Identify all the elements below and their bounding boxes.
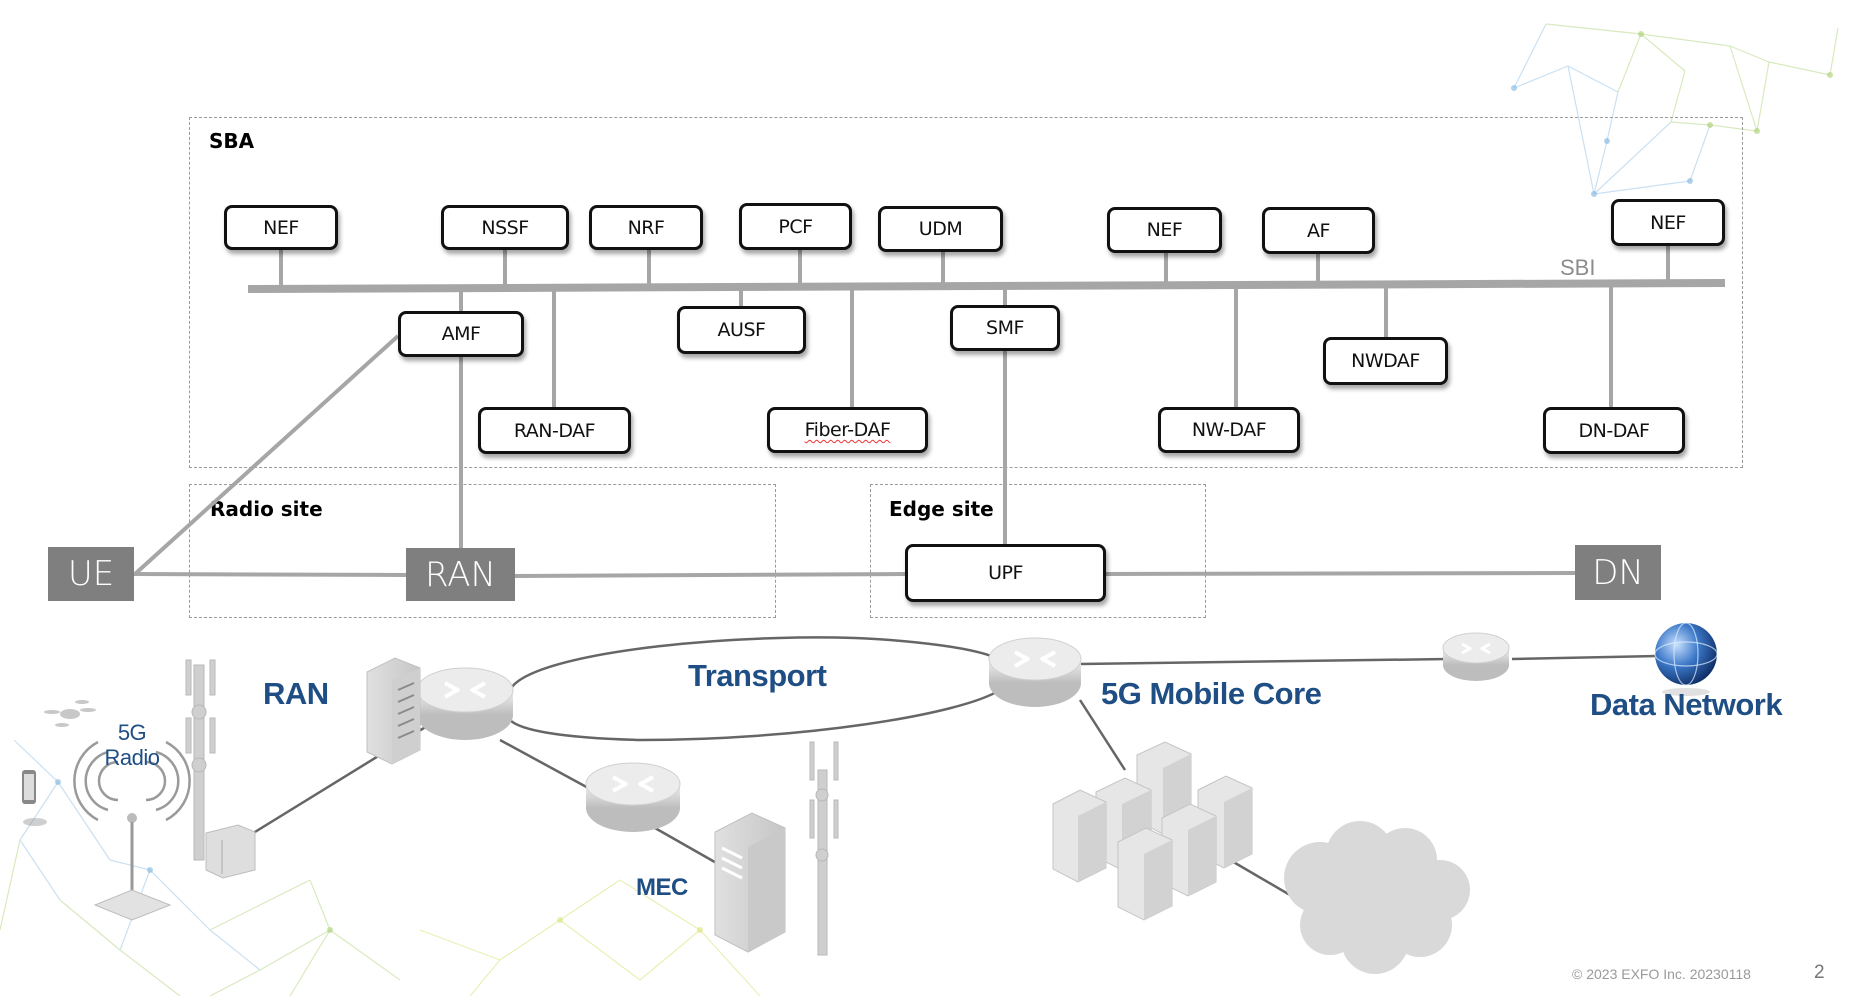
dn-node[interactable]: DN	[1575, 545, 1661, 600]
nf-udm[interactable]: UDM	[878, 206, 1003, 252]
nf-fiber-daf[interactable]: Fiber-DAF	[767, 407, 928, 453]
data-center-icon	[1052, 741, 1253, 921]
radio-cabinet-icon	[205, 824, 256, 879]
5g-radio-antenna-icon	[73, 740, 191, 921]
link-amf-ue	[133, 334, 400, 576]
nf-amf[interactable]: AMF	[398, 311, 524, 357]
link-mec-router-server	[654, 826, 721, 867]
data-network-label: Data Network	[1590, 687, 1783, 722]
link-dc-cloud	[1229, 858, 1291, 897]
copyright: © 2023 EXFO Inc. 20230118	[1572, 966, 1751, 982]
nf-ausf[interactable]: AUSF	[677, 306, 806, 354]
nf-nssf[interactable]: NSSF	[441, 205, 569, 250]
cloud-icon	[1284, 821, 1470, 974]
nf-nrf[interactable]: NRF	[589, 205, 703, 250]
nf-pcf[interactable]: PCF	[739, 203, 852, 250]
mec-router-icon	[585, 762, 681, 832]
5g-radio-label: 5G Radio	[104, 720, 160, 770]
ran-physical-label: RAN	[263, 676, 329, 711]
nf-nef-1[interactable]: NEF	[224, 205, 338, 250]
nf-af[interactable]: AF	[1262, 207, 1375, 254]
nf-nef-3[interactable]: NEF	[1611, 199, 1725, 246]
edge-site-zone	[870, 484, 1206, 618]
link-ran-upf	[514, 572, 906, 578]
link-core-router-dc	[1078, 699, 1127, 771]
transport-label: Transport	[688, 658, 827, 693]
fiber-daf-label: Fiber-DAF	[804, 419, 891, 441]
link-ue-ran	[133, 572, 407, 577]
ran-server-rack-icon	[366, 657, 421, 765]
nf-nef-2[interactable]: NEF	[1107, 207, 1222, 253]
ran-router-icon	[416, 667, 514, 740]
edge-site-label: Edge site	[889, 497, 994, 521]
drone-icon	[44, 700, 96, 727]
mec-label: MEC	[636, 874, 688, 901]
globe-icon	[1654, 622, 1718, 696]
sba-label: SBA	[209, 129, 255, 153]
link-edge-router-globe	[1511, 654, 1656, 661]
tablet-icon	[22, 770, 47, 826]
radio-site-zone	[189, 484, 776, 618]
page-number: 2	[1814, 962, 1825, 983]
nf-nw-daf[interactable]: NW-DAF	[1158, 407, 1300, 453]
core-label: 5G Mobile Core	[1101, 676, 1322, 711]
link-upf-dn	[1105, 571, 1576, 576]
core-router-icon	[988, 637, 1082, 707]
cell-tower-icon-1	[185, 659, 216, 861]
sbi-label: SBI	[1560, 255, 1596, 280]
cell-tower-icon-2	[809, 741, 839, 956]
nf-nwdaf[interactable]: NWDAF	[1323, 337, 1448, 385]
link-router-mec-router	[499, 738, 593, 792]
nf-dn-daf[interactable]: DN-DAF	[1543, 407, 1685, 454]
sba-zone	[189, 117, 1743, 468]
nf-smf[interactable]: SMF	[950, 305, 1060, 351]
sbi-bus	[247, 279, 1726, 293]
link-core-edge-router	[1079, 657, 1449, 666]
ran-node[interactable]: RAN	[406, 548, 515, 601]
dn-router-icon	[1442, 632, 1510, 681]
upf-node[interactable]: UPF	[905, 544, 1106, 602]
radio-site-label: Radio site	[210, 497, 323, 521]
mec-server-icon	[714, 812, 786, 953]
ue-node[interactable]: UE	[48, 547, 134, 601]
nf-ran-daf[interactable]: RAN-DAF	[478, 407, 631, 454]
